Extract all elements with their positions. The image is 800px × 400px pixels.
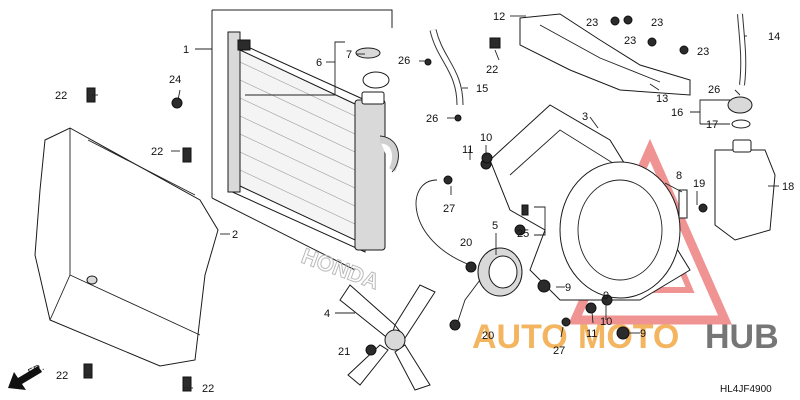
frame-logo: HONDA xyxy=(298,243,382,294)
watermark-hub: HUB xyxy=(705,318,779,356)
callout-13: 13 xyxy=(656,93,668,105)
callout-12: 12 xyxy=(493,11,505,23)
reservoir-cap xyxy=(727,96,753,129)
fan-bracket xyxy=(489,104,691,301)
callout-14: 14 xyxy=(768,31,780,43)
watermark-moto: MOTO xyxy=(578,318,679,356)
radiator: HONDA xyxy=(227,31,400,295)
callout-9a: 9 xyxy=(565,282,571,294)
callout-19: 19 xyxy=(693,178,705,190)
reservoir-tank xyxy=(714,139,776,241)
callout-10a: 10 xyxy=(480,132,492,144)
fasteners xyxy=(83,15,708,392)
watermark-auto: AUTO xyxy=(472,318,568,356)
callout-11a: 11 xyxy=(462,144,473,156)
callout-22d: 22 xyxy=(486,64,498,76)
callout-2: 2 xyxy=(232,229,238,241)
callout-22a: 22 xyxy=(55,90,67,102)
callout-1: 1 xyxy=(183,44,189,56)
callout-22b: 22 xyxy=(151,146,163,158)
front-direction-indicator: FR. xyxy=(8,362,46,390)
fan-blade xyxy=(339,284,436,391)
radiator-frame xyxy=(211,9,393,271)
callout-27a: 27 xyxy=(443,203,455,215)
front-arrow-icon xyxy=(8,366,42,390)
callout-6: 6 xyxy=(316,57,322,69)
callouts: 1 2 3 4 5 6 7 8 9 9 9 10 10 11 11 12 13 … xyxy=(55,11,794,395)
fan-shroud xyxy=(34,127,219,367)
callout-20a: 20 xyxy=(460,237,472,249)
callout-23d: 23 xyxy=(697,46,709,58)
callout-8: 8 xyxy=(676,170,682,182)
callout-22c: 22 xyxy=(56,370,68,382)
callout-5: 5 xyxy=(492,220,498,232)
callout-26c: 26 xyxy=(708,84,720,96)
callout-17: 17 xyxy=(706,119,718,131)
callout-23b: 23 xyxy=(651,17,663,29)
callout-9c: 9 xyxy=(603,290,609,302)
callout-3: 3 xyxy=(582,111,588,123)
callout-11b: 11 xyxy=(586,328,597,340)
callout-26a: 26 xyxy=(398,55,410,67)
callout-21: 21 xyxy=(338,346,350,358)
callout-10b: 10 xyxy=(600,316,612,328)
callout-9b: 9 xyxy=(640,328,646,340)
callout-22e: 22 xyxy=(202,383,214,395)
callout-27b: 27 xyxy=(553,345,565,357)
diagram-code: HL4JF4900 xyxy=(720,384,772,395)
callout-25: 25 xyxy=(517,228,529,240)
leader-lines xyxy=(85,15,779,389)
radiator-cap xyxy=(355,47,390,89)
callout-23c: 23 xyxy=(624,35,636,47)
callout-23a: 23 xyxy=(586,17,598,29)
callout-26b: 26 xyxy=(426,113,438,125)
upper-cover xyxy=(519,13,691,96)
callout-20b: 20 xyxy=(482,330,494,342)
callout-18: 18 xyxy=(782,181,794,193)
front-direction-label: FR. xyxy=(27,362,46,379)
callout-16: 16 xyxy=(671,107,683,119)
callout-7: 7 xyxy=(346,49,352,61)
callout-15: 15 xyxy=(476,83,488,95)
fan-motor xyxy=(415,179,523,331)
callout-4: 4 xyxy=(324,308,330,320)
callout-24: 24 xyxy=(169,74,181,86)
